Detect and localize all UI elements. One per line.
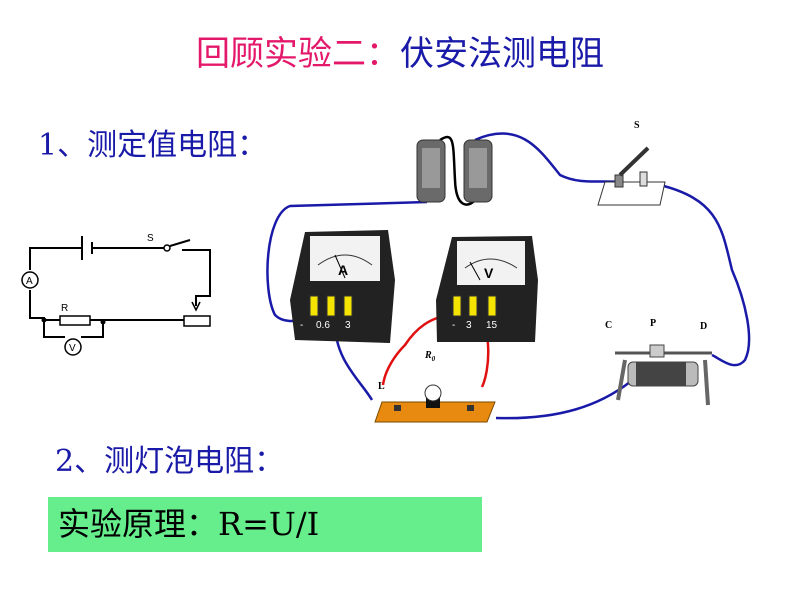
title-part2: 伏安法测电阻	[400, 34, 604, 74]
wire	[474, 132, 621, 184]
voltmeter-label: V	[69, 343, 76, 354]
resistor-label: R	[61, 303, 68, 314]
lamp-label: L	[378, 381, 385, 392]
ammeter-symbol	[21, 271, 39, 289]
voltmeter-terminal: 15	[486, 320, 498, 331]
voltmeter	[436, 236, 538, 342]
wire	[495, 381, 631, 420]
rheostat-p-label: P	[650, 318, 656, 329]
ammeter-face-label: A	[338, 262, 348, 278]
switch-label: S	[634, 120, 640, 131]
battery-pack	[416, 139, 493, 203]
lamp-board	[374, 384, 496, 423]
resistor-r0-label: R0	[424, 350, 436, 363]
voltmeter-face-label: V	[484, 265, 494, 281]
knife-switch[interactable]	[597, 146, 666, 206]
ammeter-terminal: -	[300, 320, 303, 331]
ammeter-terminal: 3	[345, 320, 351, 331]
title-part1: 回顾实验二：	[196, 34, 400, 74]
wire	[439, 135, 476, 206]
rheostat-c-label: C	[605, 320, 612, 331]
ammeter-terminal: 0.6	[316, 320, 330, 331]
wire	[659, 183, 751, 367]
voltmeter-terminal: 3	[466, 320, 472, 331]
resistor-label: R	[424, 350, 432, 361]
rheostat-d-label: D	[700, 321, 707, 332]
voltmeter-terminal: -	[452, 320, 455, 331]
principle-box: 实验原理：R=U/I	[48, 497, 482, 552]
item-lamp-resistance: 2、测灯泡电阻：	[55, 444, 285, 479]
resistor-subscript: 0	[432, 355, 436, 363]
switch-label: S	[147, 233, 154, 244]
item-fixed-resistor: 1、测定值电阻：	[38, 128, 268, 163]
voltmeter-symbol	[64, 338, 82, 356]
rheostat[interactable]	[615, 344, 712, 406]
slide-title: 回顾实验二：伏安法测电阻	[0, 26, 800, 75]
ammeter-label: A	[26, 276, 33, 287]
ammeter	[290, 230, 395, 343]
